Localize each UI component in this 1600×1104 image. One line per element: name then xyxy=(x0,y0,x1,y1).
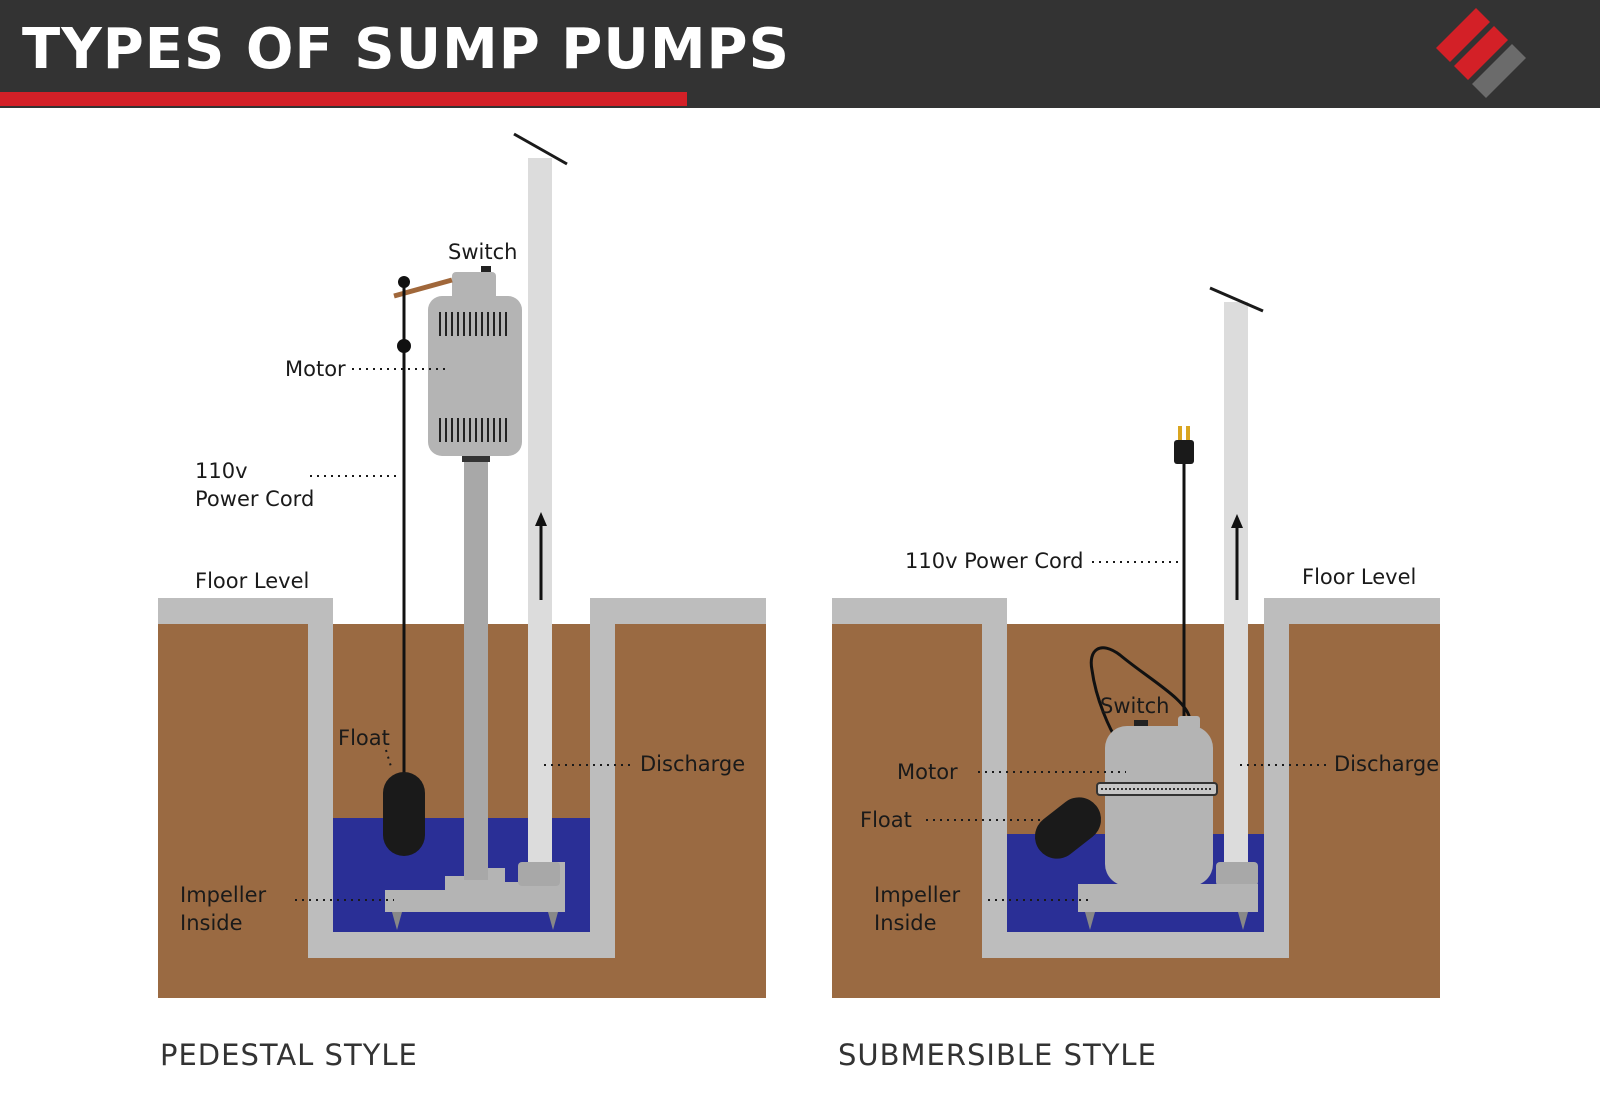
pedestal-float-label: Float xyxy=(338,726,390,750)
submersible-switch-label: Switch xyxy=(1100,694,1169,718)
pedestal-impeller-label-line1: Impeller xyxy=(180,883,266,907)
submersible-switch-cord xyxy=(1089,646,1192,743)
submersible-motor xyxy=(1105,726,1213,886)
page-title: TYPES OF SUMP PUMPS xyxy=(22,17,790,82)
header-bar: TYPES OF SUMP PUMPS xyxy=(0,0,1600,108)
sump-pump-diagram: Switch Motor 110v Power Cord Floor Level… xyxy=(158,132,1440,1072)
pedestal-impeller-label-line2: Inside xyxy=(180,911,243,935)
submersible-floor-level-label: Floor Level xyxy=(1302,565,1416,589)
red-gray-diamond-logo-icon xyxy=(1436,8,1526,98)
pedestal-floor-level-label: Floor Level xyxy=(195,569,309,593)
submersible-motor-label: Motor xyxy=(897,760,958,784)
pedestal-motor-label: Motor xyxy=(285,357,346,381)
submersible-power-cord-label: 110v Power Cord xyxy=(905,549,1083,573)
submersible-discharge-label: Discharge xyxy=(1334,752,1439,776)
pedestal-switch-tab xyxy=(481,266,491,272)
pedestal-pipe-cap xyxy=(513,132,568,166)
submersible-switch-tab xyxy=(1134,720,1148,726)
submersible-impeller-label-line2: Inside xyxy=(874,911,937,935)
pedestal-concrete-pit xyxy=(158,598,766,958)
pedestal-float xyxy=(383,772,425,856)
submersible-float xyxy=(1034,797,1102,859)
pedestal-switch-label: Switch xyxy=(448,240,517,264)
submersible-float-label: Float xyxy=(860,808,912,832)
pedestal-diagram: Switch Motor 110v Power Cord Floor Level… xyxy=(158,132,766,1072)
pedestal-power-cord-label-line1: 110v xyxy=(195,459,248,483)
submersible-pipe-cap xyxy=(1209,286,1264,313)
submersible-style-label: SUBMERSIBLE STYLE xyxy=(838,1038,1157,1072)
submersible-concrete-pit xyxy=(832,598,1440,958)
pedestal-motor-vents xyxy=(439,312,507,442)
plug-icon xyxy=(1174,440,1194,464)
pedestal-discharge-pipe xyxy=(528,158,552,870)
header-accent-stripe xyxy=(0,92,687,106)
pedestal-pump-base xyxy=(385,862,565,912)
submersible-pump-base xyxy=(1078,884,1258,912)
pedestal-discharge-label: Discharge xyxy=(640,752,745,776)
pedestal-power-cord-label-line2: Power Cord xyxy=(195,487,314,511)
submersible-diagram: 110v Power Cord Floor Level Switch Motor… xyxy=(832,286,1440,1072)
pedestal-style-label: PEDESTAL STYLE xyxy=(160,1038,418,1072)
pedestal-pump-column xyxy=(464,460,488,880)
submersible-impeller-label-line1: Impeller xyxy=(874,883,960,907)
